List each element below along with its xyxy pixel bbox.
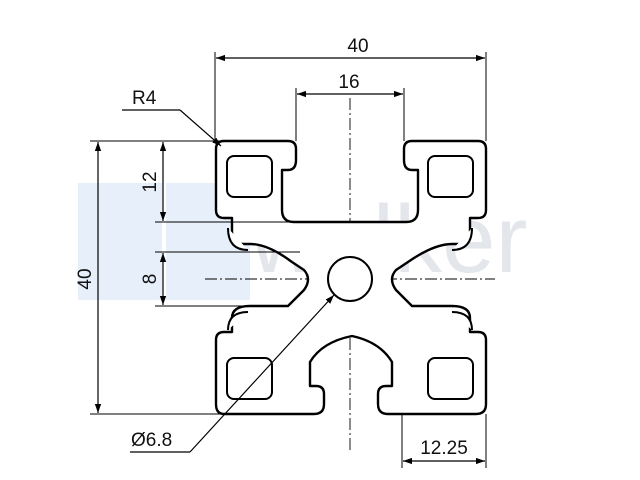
dimension-overall-height: 40 [75, 140, 222, 415]
pocket-top-right [427, 155, 474, 198]
center-bore [327, 256, 373, 302]
pocket-top-left [226, 155, 273, 198]
dimension-slot-depth: 12 [140, 142, 294, 223]
dimension-bore-diameter: Ø6.8 [130, 294, 335, 453]
hook-left-bottom [227, 311, 249, 331]
hook-left-top [227, 227, 249, 251]
dimension-corner-radius: R4 [122, 88, 222, 147]
profile-section [214, 139, 488, 416]
slot-width-label: 16 [338, 72, 359, 93]
dimension-slot-width: 16 [295, 72, 405, 141]
dimension-channel-width: 12.25 [401, 414, 487, 468]
core-height-label: 8 [140, 274, 161, 285]
hook-right-top [451, 227, 473, 251]
corner-radius-label: R4 [132, 88, 157, 109]
pocket-bottom-left [226, 357, 273, 400]
overall-height-label: 40 [75, 268, 96, 289]
pocket-bottom-right [427, 357, 474, 400]
dimension-overall-width: 40 [214, 36, 487, 141]
slot-depth-label: 12 [140, 171, 161, 192]
channel-width-label: 12.25 [420, 438, 468, 459]
hook-right-bottom [451, 311, 473, 331]
overall-width-label: 40 [347, 36, 368, 57]
watermark-box-1 [78, 183, 162, 300]
bore-diameter-label: Ø6.8 [131, 430, 172, 451]
dimension-core-height: 8 [140, 251, 300, 307]
